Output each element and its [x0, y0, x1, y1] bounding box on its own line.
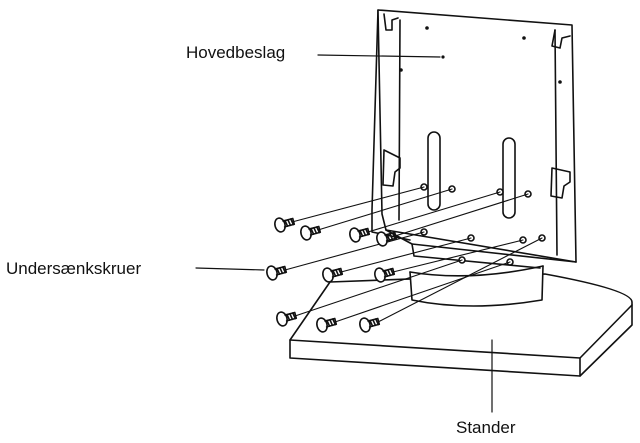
screw-6 [322, 267, 344, 283]
label-stand: Stander [456, 418, 516, 437]
label-main-bracket: Hovedbeslag [186, 43, 286, 62]
screw-9 [316, 317, 338, 333]
screw-2 [300, 225, 322, 241]
screw-10 [359, 317, 381, 333]
screw-5 [266, 265, 288, 281]
countersunk-screws [266, 217, 398, 333]
screw-4 [376, 231, 398, 247]
screw-7 [374, 267, 396, 283]
screw-1 [274, 217, 296, 233]
leader-main-bracket [317, 54, 441, 58]
leader-lines [195, 54, 493, 413]
screw-3 [349, 227, 371, 243]
stand-base [289, 273, 633, 377]
leader-screws [195, 267, 265, 271]
screw-guide-lines [284, 186, 543, 323]
label-countersunk-screws: Undersænkskruer [6, 259, 142, 278]
screw-8 [276, 311, 298, 327]
main-bracket-plate [371, 9, 577, 269]
